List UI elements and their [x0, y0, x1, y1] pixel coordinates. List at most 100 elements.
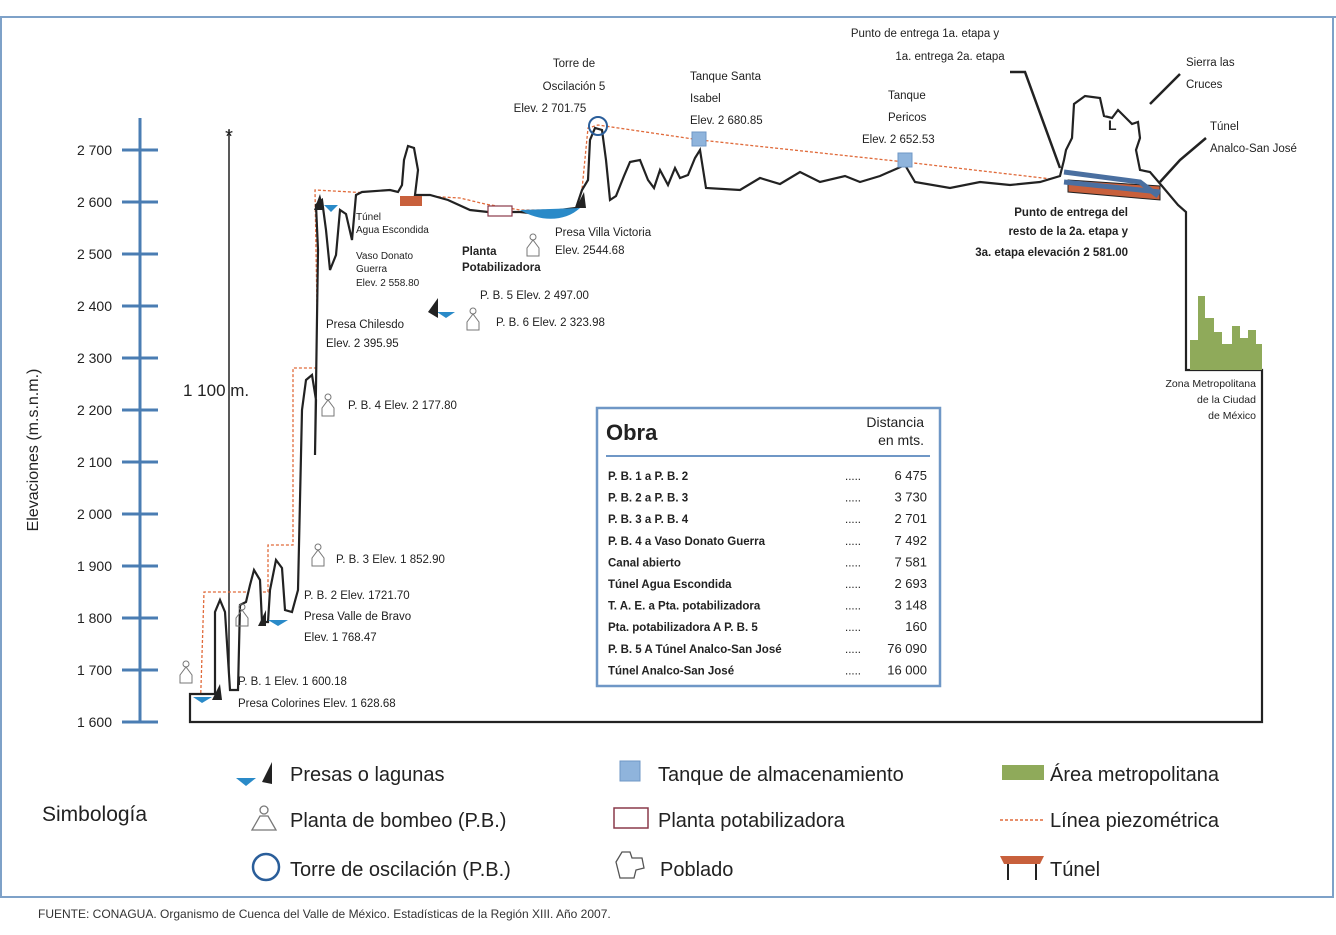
- pump-plant-icon: [250, 805, 278, 831]
- table-row-distance: 16 000: [887, 662, 927, 677]
- source-note: FUENTE: CONAGUA. Organismo de Cuenca del…: [38, 907, 611, 921]
- vaso-donato-label-3: Elev. 2 558.80: [356, 278, 420, 289]
- presa-donato: [324, 205, 338, 212]
- pb4-label: P. B. 4 Elev. 2 177.80: [348, 400, 457, 412]
- table-row-distance: 7 492: [894, 533, 927, 548]
- y-tick-label: 2 600: [77, 194, 112, 210]
- legend-label-tower: Torre de oscilación (P.B.): [290, 859, 511, 881]
- dam-donato: [314, 194, 324, 210]
- y-tick-label: 2 300: [77, 350, 112, 366]
- legend-label-town: Poblado: [660, 859, 733, 881]
- table-row-dots: .....: [845, 493, 861, 505]
- table-row-distance: 3 148: [894, 598, 927, 613]
- legend-title: Simbología: [42, 803, 147, 826]
- tanque-santa-isabel: [691, 131, 707, 147]
- pb1-label-2: Presa Colorines Elev. 1 628.68: [238, 698, 396, 710]
- vaso-donato-label-1: Vaso Donato: [356, 251, 414, 262]
- table-row-distance: 160: [905, 619, 927, 634]
- table-row-obra: Canal abierto: [608, 557, 681, 569]
- table-row-obra: P. B. 4 a Vaso Donato Guerra: [608, 536, 766, 548]
- pb5-label: P. B. 5 Elev. 2 497.00: [480, 290, 589, 302]
- pb2-label-2: Presa Valle de Bravo: [304, 611, 411, 623]
- punto-entrega-bottom-3: 3a. etapa elevación 2 581.00: [975, 247, 1128, 259]
- legend-label-dams: Presas o lagunas: [290, 764, 445, 786]
- table-row-distance: 6 475: [894, 468, 927, 483]
- presa-villa-victoria: [520, 208, 580, 219]
- y-tick-label: 1 900: [77, 558, 112, 574]
- frame-border: [0, 16, 1334, 898]
- y-tick-label: 2 000: [77, 506, 112, 522]
- table-row-dots: .....: [845, 644, 861, 656]
- sierra-label-2: Cruces: [1186, 79, 1223, 91]
- pump-plant-pb1: [179, 660, 193, 684]
- pump-plant-pb2: [235, 603, 249, 627]
- tanque-pericos-label-3: Elev. 2 652.53: [862, 134, 935, 146]
- legend-label-tunnel: Túnel: [1050, 859, 1100, 881]
- tunel-analco-label-2: Analco-San José: [1210, 143, 1297, 155]
- tunnel-analco-pipe-2: [1063, 179, 1161, 195]
- table-row-obra: Túnel Analco-San José: [608, 665, 734, 677]
- town-icon: [615, 851, 645, 879]
- table-title: Obra: [606, 420, 658, 445]
- sierra-label-1: Sierra las: [1186, 57, 1235, 69]
- table-row-dots: .....: [845, 471, 861, 483]
- vaso-donato-label-2: Guerra: [356, 264, 388, 275]
- presa-villa-label-1: Presa Villa Victoria: [555, 227, 652, 239]
- y-tick-label: 1 800: [77, 610, 112, 626]
- sierra-peak-mark: L: [1108, 117, 1117, 133]
- legend: Simbología Presas o lagunas Planta de bo…: [42, 760, 1220, 882]
- table-row-distance: 7 581: [894, 554, 927, 569]
- table-row-distance: 2 693: [894, 576, 927, 591]
- table-row-obra: P. B. 3 a P. B. 4: [608, 514, 689, 526]
- distance-table-box: [595, 406, 942, 688]
- table-row-dots: .....: [845, 514, 861, 526]
- dam-icon: [236, 762, 272, 786]
- y-tick-label: 2 400: [77, 298, 112, 314]
- pb6-label: P. B. 6 Elev. 2 323.98: [496, 317, 605, 329]
- tanque-santa-label-3: Elev. 2 680.85: [690, 115, 763, 127]
- punto-entrega-bottom-2: resto de la 2a. etapa y: [1008, 226, 1128, 238]
- planta-potabilizadora: [487, 205, 513, 217]
- metro-area-icon: [1002, 765, 1044, 780]
- tunel-analco-label-1: Túnel: [1210, 121, 1239, 133]
- tunnel-agua-escondida: [400, 196, 422, 206]
- y-tick-label: 2 200: [77, 402, 112, 418]
- dam-chilesdo: [428, 298, 438, 318]
- height-marker-top: *: [225, 126, 233, 148]
- table-row-obra: P. B. 2 a P. B. 3: [608, 493, 688, 505]
- zona-metro-label-2: de la Ciudad: [1197, 394, 1256, 406]
- arrow-punto-entrega: [1010, 70, 1062, 169]
- y-tick-label: 1 700: [77, 662, 112, 678]
- y-tick-label: 1 600: [77, 714, 112, 730]
- table-row-dots: .....: [845, 601, 861, 613]
- height-marker-label: 1 100 m.: [183, 381, 249, 400]
- torre-label-3: Elev. 2 701.75: [514, 103, 587, 115]
- torre-oscilacion: [588, 116, 608, 136]
- piezometric-line: [199, 124, 1061, 719]
- storage-tank-icon: [619, 760, 641, 782]
- arrow-tunel-analco: [1159, 137, 1207, 183]
- presa-colorines-water: [193, 697, 212, 703]
- pump-plant-pb6: [466, 307, 480, 331]
- table-row-obra: T. A. E. a Pta. potabilizadora: [608, 601, 761, 613]
- legend-label-piezometric: Línea piezométrica: [1050, 810, 1220, 832]
- pump-plant-pb4: [321, 393, 335, 417]
- table-row-obra: Túnel Agua Escondida: [608, 579, 732, 591]
- table-row-distance: 3 730: [894, 490, 927, 505]
- annotations: Torre de Oscilación 5 Elev. 2 701.75 Tan…: [238, 28, 1297, 710]
- dam-colorines: [212, 684, 222, 700]
- tanque-santa-label-1: Tanque Santa: [690, 71, 762, 83]
- zona-metro-label-1: Zona Metropolitana: [1166, 378, 1257, 390]
- presa-chilesdo-water: [437, 312, 455, 318]
- tanque-pericos-label-1: Tanque: [888, 90, 926, 102]
- planta-pot-label-1: Planta: [462, 246, 497, 258]
- punto-entrega-top-1: Punto de entrega 1a. etapa y: [851, 28, 1000, 40]
- y-tick-label: 2 100: [77, 454, 112, 470]
- tanque-pericos: [897, 152, 913, 168]
- presa-valle-water: [268, 620, 288, 626]
- pb2-label-3: Elev. 1 768.47: [304, 632, 377, 644]
- pb1-label-1: P. B. 1 Elev. 1 600.18: [238, 676, 347, 688]
